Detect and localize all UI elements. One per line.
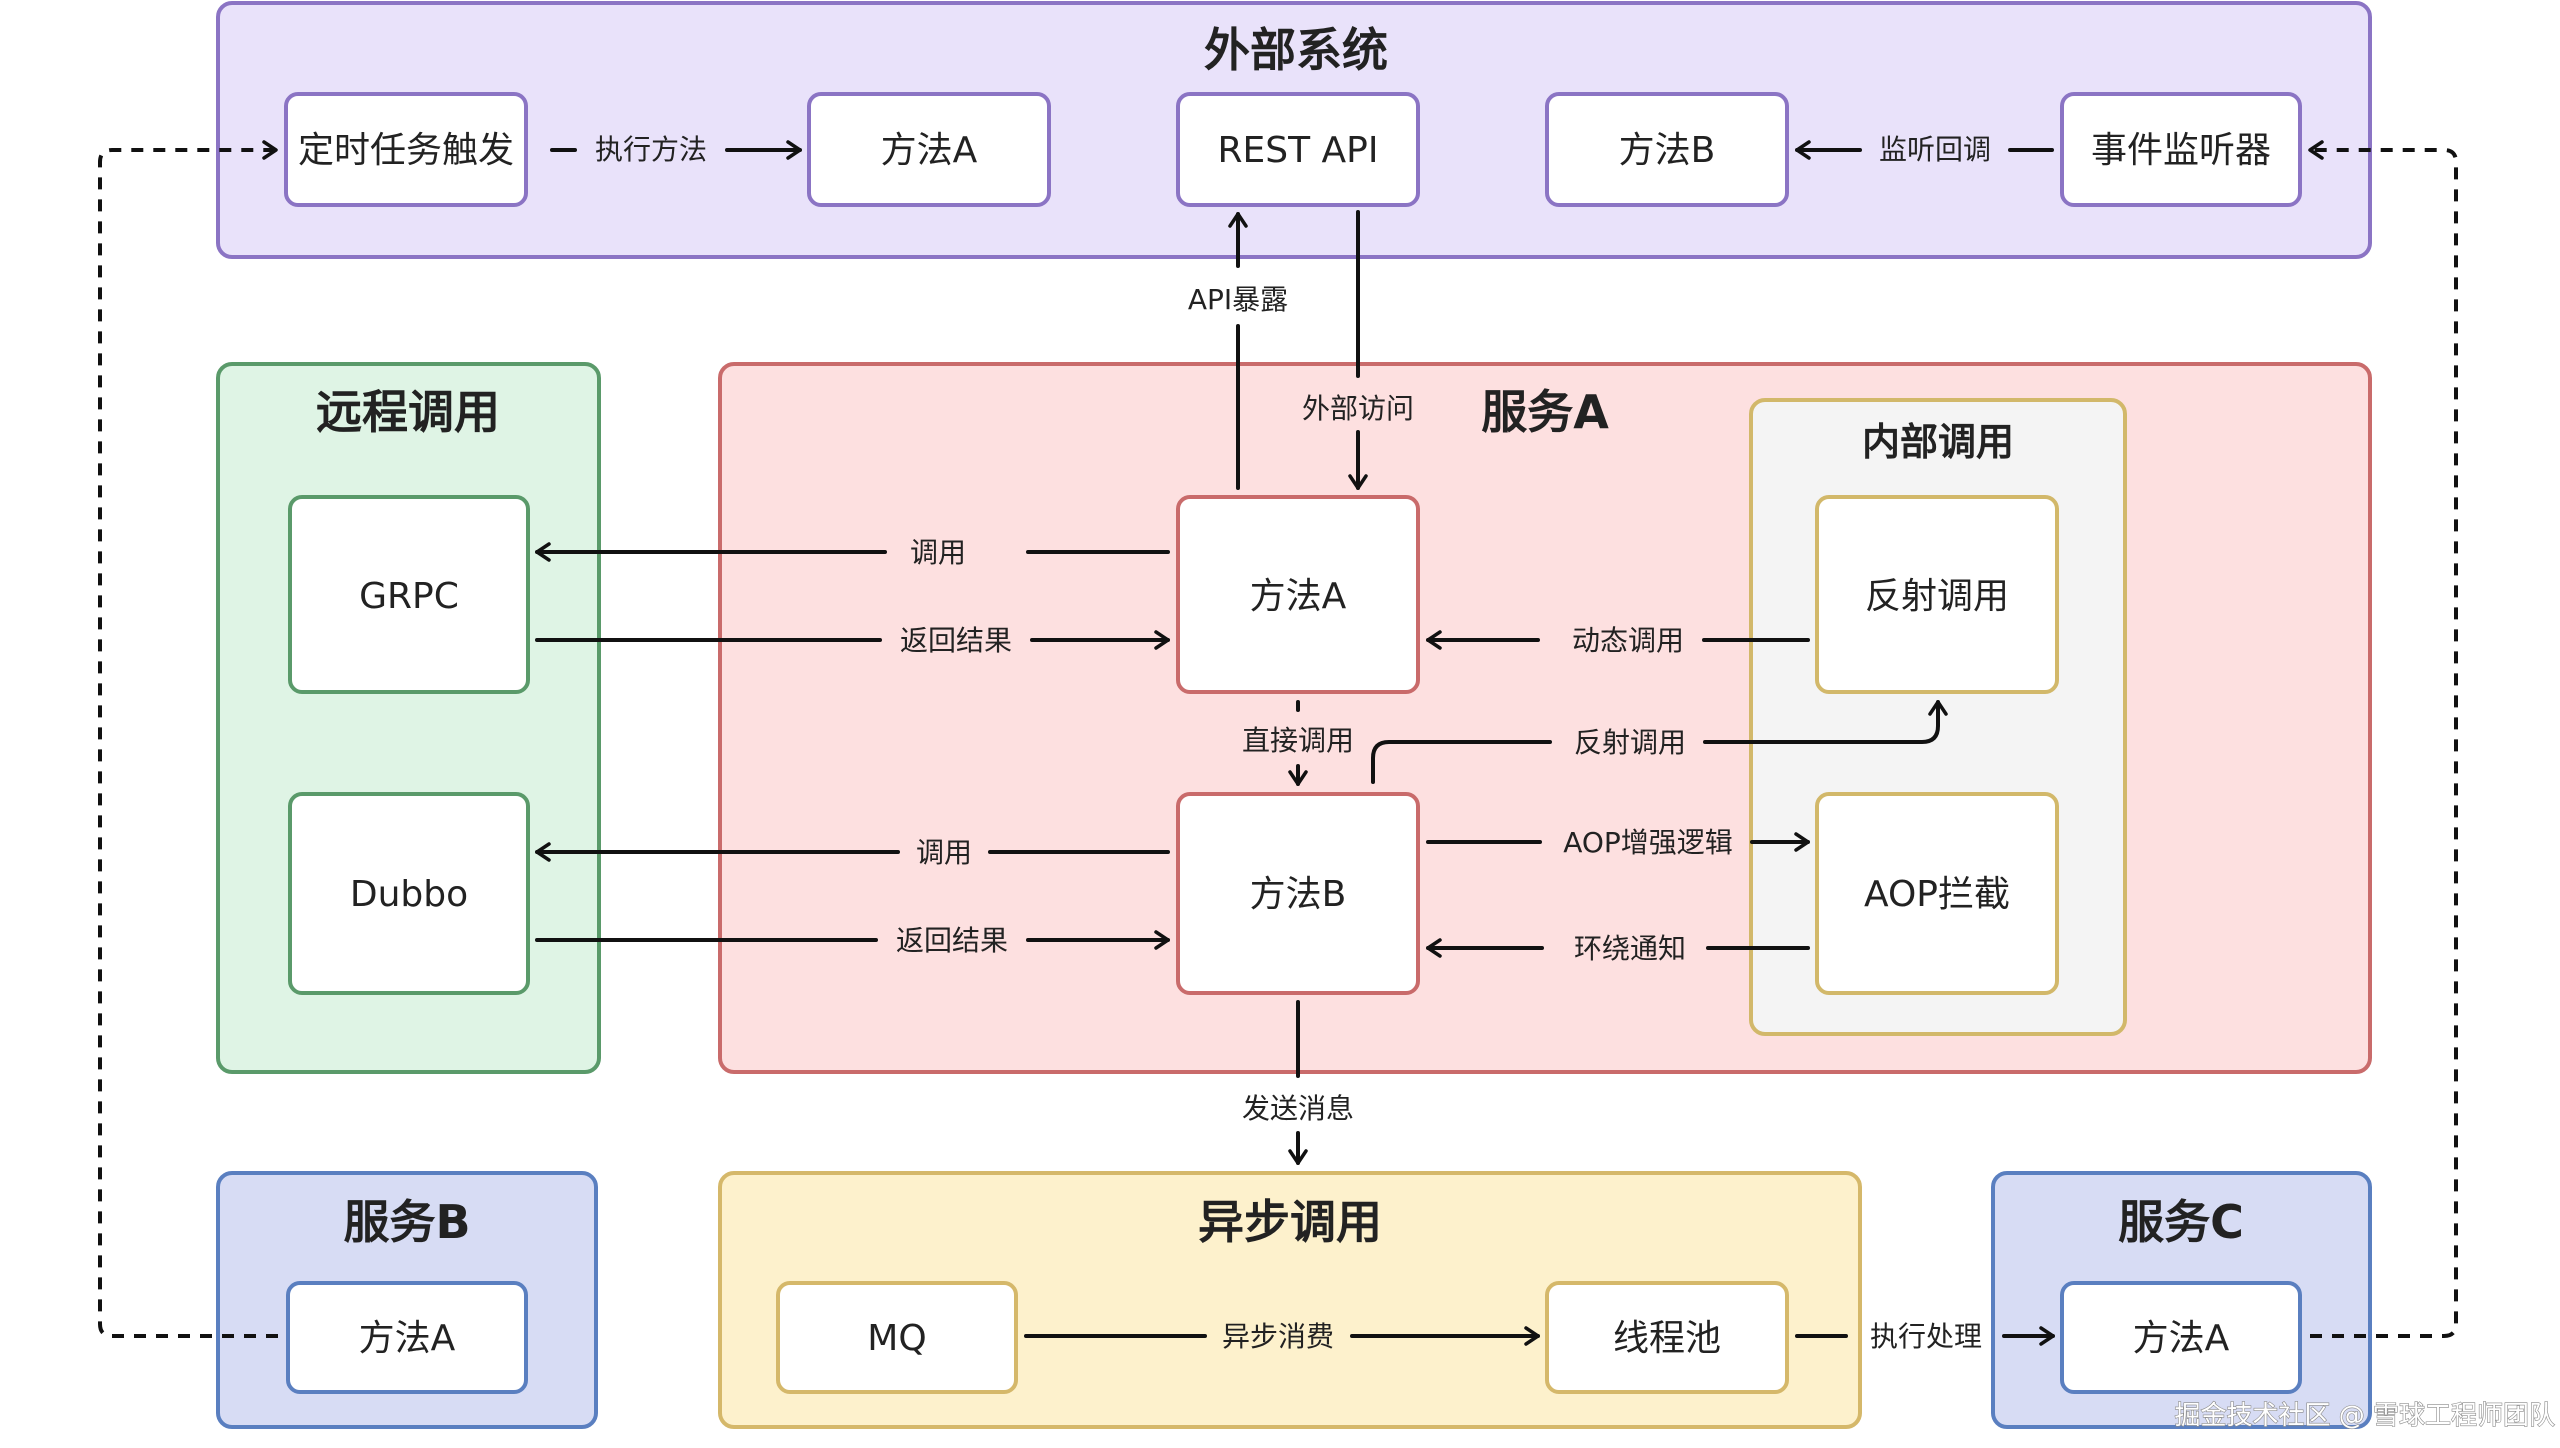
edge-label-dubbo-call: 调用 (916, 836, 972, 869)
node-label: Dubbo (350, 874, 468, 915)
remote-call-title: 远程调用 (316, 385, 500, 439)
node-box (288, 495, 530, 694)
node-box (1176, 792, 1420, 995)
edge-label-execute-method: 执行方法 (595, 133, 707, 166)
node-dubbo[interactable]: Dubbo (288, 792, 530, 995)
node-label: 方法B (1619, 130, 1716, 171)
node-box (1545, 1281, 1789, 1394)
node-grpc[interactable]: GRPC (288, 495, 530, 694)
node-label: 反射调用 (1865, 576, 2009, 617)
edge-label-listen-callback: 监听回调 (1879, 133, 1991, 166)
node-external-method-b[interactable]: 方法B (1545, 92, 1789, 207)
node-box (1815, 792, 2059, 995)
node-external-method-a[interactable]: 方法A (807, 92, 1051, 207)
node-box (1545, 92, 1789, 207)
node-label: 事件监听器 (2091, 130, 2271, 171)
node-box (1815, 495, 2059, 694)
node-box (1176, 495, 1420, 694)
async-call-title: 异步调用 (1198, 1195, 1382, 1249)
node-box (776, 1281, 1018, 1394)
internal-call-title: 内部调用 (1862, 420, 2014, 464)
node-box (1176, 92, 1420, 207)
node-service-a-method-b[interactable]: 方法B (1176, 792, 1420, 995)
edge-label-send-message: 发送消息 (1242, 1092, 1354, 1125)
node-aop-intercept[interactable]: AOP拦截 (1815, 792, 2059, 995)
edge-label-reflect-call: 反射调用 (1574, 726, 1686, 759)
edge-label-external-access: 外部访问 (1302, 392, 1414, 425)
node-rest-api[interactable]: REST API (1176, 92, 1420, 207)
node-box (807, 92, 1051, 207)
edge-label-execute-process: 执行处理 (1870, 1320, 1982, 1353)
node-label: REST API (1218, 130, 1379, 171)
node-label: 方法A (2133, 1318, 2230, 1359)
edge-reflect-call-line-1 (1371, 740, 1552, 784)
node-box (2060, 92, 2302, 207)
node-label: 方法B (1250, 874, 1347, 915)
edge-label-around-advice: 环绕通知 (1574, 932, 1686, 965)
edge-label-async-consume: 异步消费 (1222, 1320, 1334, 1353)
edge-service-c-to-event-listener (2308, 140, 2458, 1338)
edge-label-api-expose: API暴露 (1188, 283, 1288, 316)
service-b-title: 服务B (343, 1195, 470, 1249)
node-label: 方法A (1250, 576, 1347, 617)
edge-label-grpc-return: 返回结果 (900, 624, 1012, 657)
service-c-title: 服务C (2118, 1195, 2244, 1249)
node-service-c-method-a[interactable]: 方法A (2060, 1281, 2302, 1394)
node-scheduled-trigger[interactable]: 定时任务触发 (284, 92, 528, 207)
edge-reflect-call-line-2 (1703, 700, 1948, 744)
edge-label-dynamic-call: 动态调用 (1572, 624, 1684, 657)
edge-label-grpc-call: 调用 (910, 536, 966, 569)
node-label: 方法A (881, 130, 978, 171)
node-box (288, 792, 530, 995)
node-service-b-method-a[interactable]: 方法A (286, 1281, 528, 1394)
dashed-edges (98, 140, 2458, 1338)
node-service-a-method-a[interactable]: 方法A (1176, 495, 1420, 694)
node-box (286, 1281, 528, 1394)
node-label: 方法A (359, 1318, 456, 1359)
node-event-listener[interactable]: 事件监听器 (2060, 92, 2302, 207)
node-box (2060, 1281, 2302, 1394)
node-label: 线程池 (1613, 1318, 1721, 1359)
node-label: MQ (867, 1318, 926, 1359)
node-reflection-call[interactable]: 反射调用 (1815, 495, 2059, 694)
node-label: 定时任务触发 (298, 130, 514, 171)
edge-label-dubbo-return: 返回结果 (896, 924, 1008, 957)
node-box (284, 92, 528, 207)
edges (535, 140, 2055, 1346)
edge-label-aop-enhance: AOP增强逻辑 (1563, 826, 1733, 859)
external-system-title: 外部系统 (1204, 23, 1388, 77)
node-label: AOP拦截 (1864, 874, 2010, 915)
node-label: GRPC (359, 576, 459, 617)
watermark-text: 掘金技术社区 @ 雪球工程师团队 (2174, 1401, 2555, 1431)
node-thread-pool[interactable]: 线程池 (1545, 1281, 1789, 1394)
service-a-title: 服务A (1481, 385, 1609, 439)
edge-label-direct-call: 直接调用 (1242, 724, 1354, 757)
node-mq[interactable]: MQ (776, 1281, 1018, 1394)
edge-labels: 执行方法 监听回调 API暴露 外部访问 调用 返回结果 调用 返回结果 动态调… (595, 133, 1991, 1353)
